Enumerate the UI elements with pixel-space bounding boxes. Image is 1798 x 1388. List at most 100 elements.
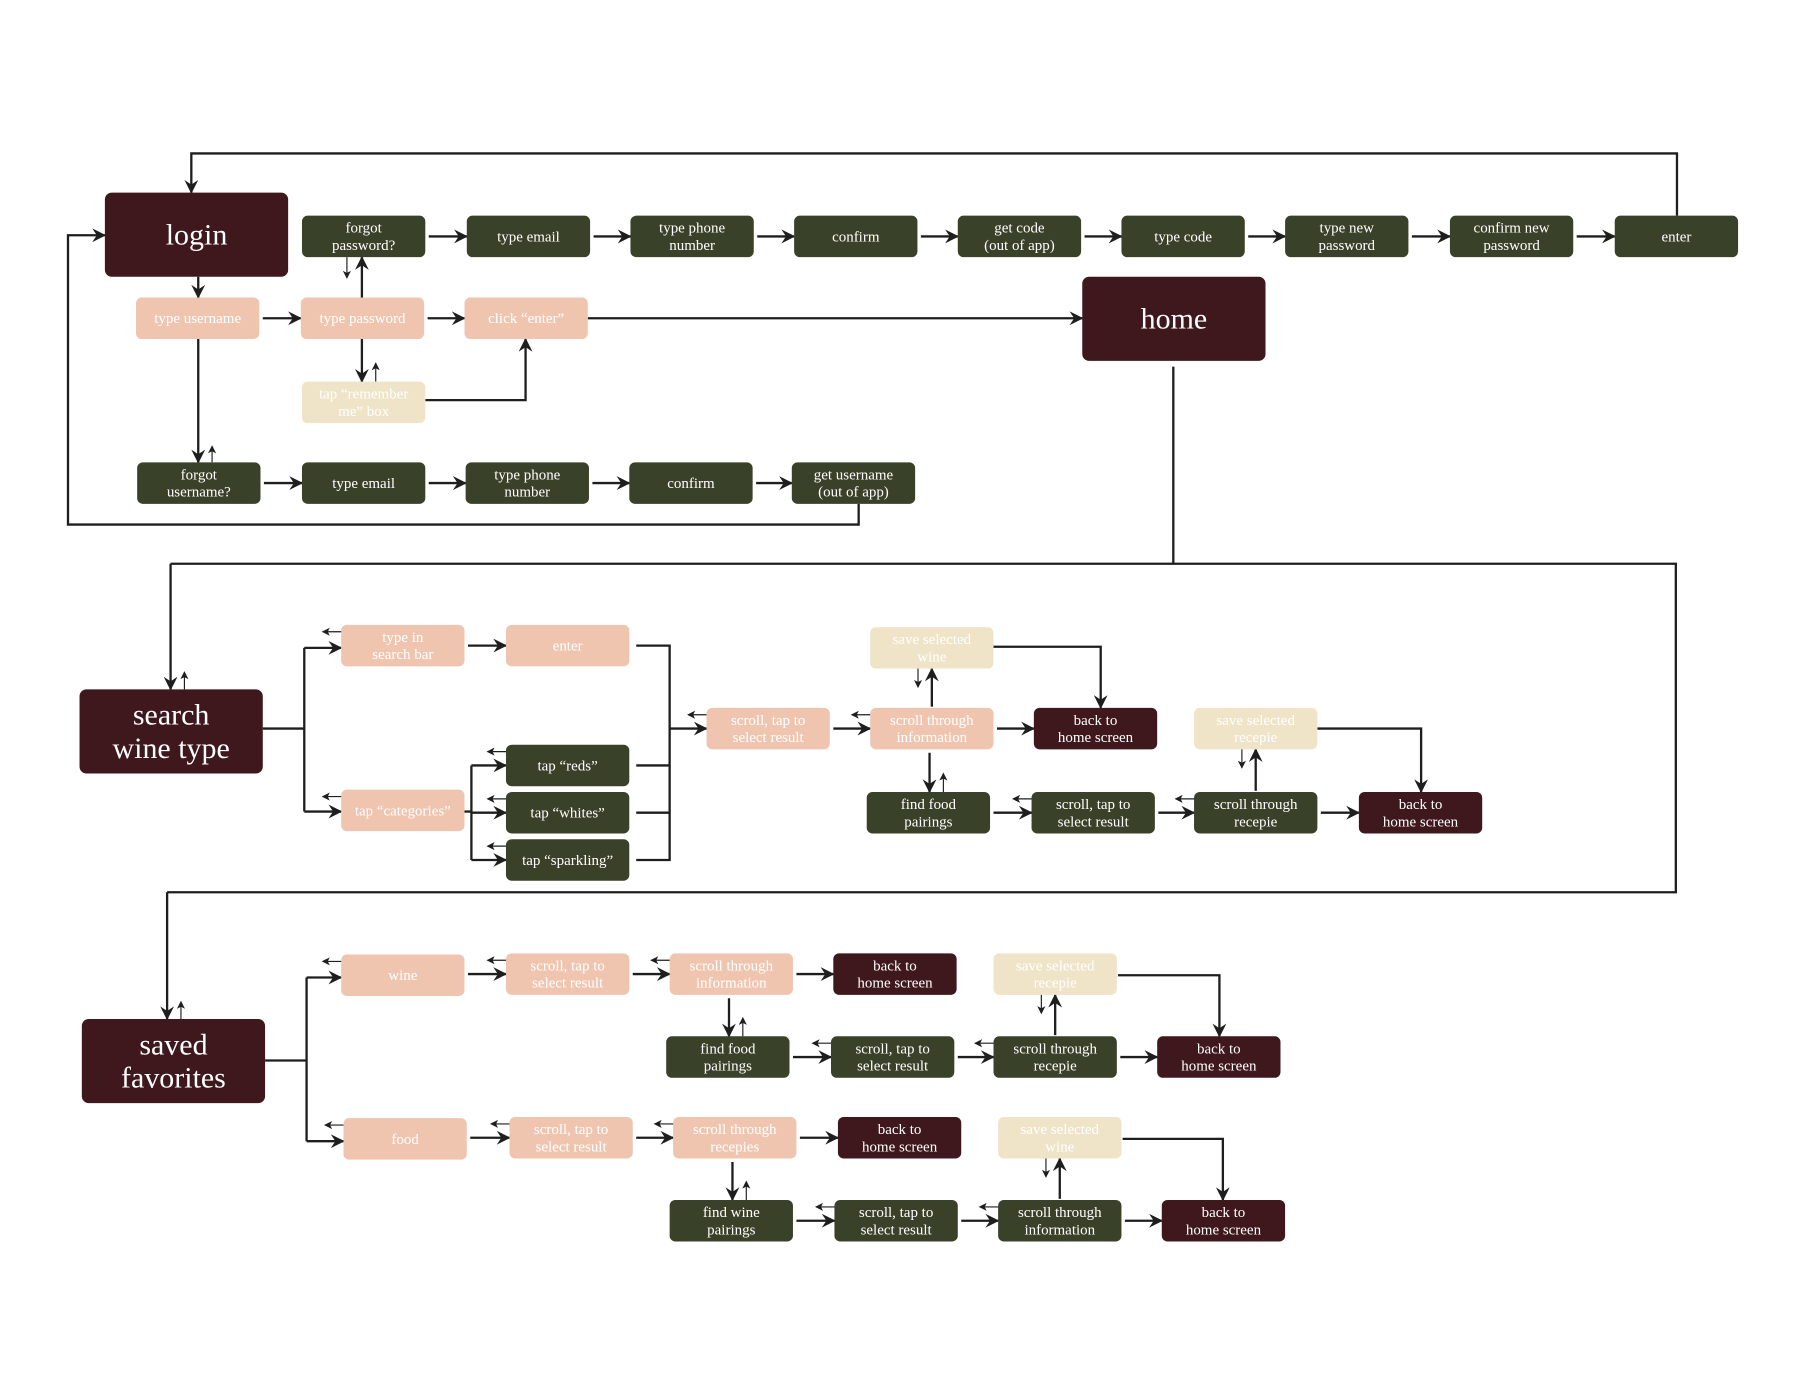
node-box [870, 627, 994, 669]
node-label: get code(out of app) [984, 221, 1055, 254]
node-label: click “enter” [488, 311, 564, 327]
node-home: home [1082, 276, 1266, 361]
node-label-line: type code [1154, 229, 1212, 245]
node-label-line: enter [553, 639, 583, 655]
node-label-line: type email [332, 476, 395, 492]
node-label: type password [319, 311, 406, 327]
connector-arrow [184, 152, 1679, 216]
node-box [341, 954, 465, 996]
node-box [1121, 215, 1245, 258]
node-label-line: find food [700, 1041, 756, 1057]
connector-arrow [425, 337, 533, 402]
node-box [1194, 707, 1318, 750]
node-label: confirm [832, 229, 880, 245]
node-label-line: save selected [1016, 958, 1095, 974]
node-label-line: tap “whites” [530, 806, 604, 822]
node-box [464, 297, 588, 340]
node-label-line: type new [1320, 221, 1375, 237]
node-sparkling: tap “sparkling” [505, 839, 630, 881]
node-label-line: back to [873, 958, 917, 974]
node-label-line: scroll, tap to [859, 1205, 933, 1221]
node-label-line: password? [332, 238, 396, 254]
node-box [1285, 215, 1409, 258]
node-box [1031, 791, 1155, 834]
node-label-line: select result [857, 1059, 929, 1075]
node-box [794, 215, 918, 258]
node-label-line: tap “remember [319, 387, 408, 403]
node-fp-email: type email [466, 215, 591, 258]
connector-arrow [1117, 974, 1227, 1038]
node-fp-confirm: confirm [794, 215, 918, 258]
node-box [1161, 1199, 1286, 1242]
node-label: tap “sparkling” [522, 853, 613, 869]
node-username: type username [136, 297, 260, 340]
node-fp-code: get code(out of app) [957, 215, 1082, 258]
node-fp-enter: enter [1614, 215, 1739, 258]
node-label-line: password [1318, 238, 1375, 254]
node-box [505, 953, 630, 995]
node-box [673, 1116, 797, 1159]
node-label-line: username? [167, 485, 231, 501]
node-label: home [1141, 303, 1208, 336]
node-box [300, 297, 425, 340]
connectors [66, 152, 1679, 1228]
node-label-line: select result [1058, 814, 1130, 830]
node-box [301, 215, 426, 258]
node-label-line: scroll through [693, 1122, 777, 1138]
node-label-line: click “enter” [488, 311, 564, 327]
node-label-line: find wine [703, 1205, 760, 1221]
node-label-line: recepies [710, 1139, 759, 1155]
node-label-line: scroll, tap to [534, 1122, 608, 1138]
node-box [505, 791, 630, 834]
node-label-line: scroll through [690, 958, 774, 974]
node-box [669, 1199, 793, 1242]
node-box [834, 1199, 958, 1242]
node-label-line: pairings [707, 1222, 755, 1238]
node-label: type email [497, 229, 560, 245]
node-box [833, 953, 957, 995]
node-label-line: search [133, 699, 210, 732]
node-box [993, 1036, 1117, 1078]
node-label-line: back to [1202, 1205, 1246, 1221]
connector-arrow [993, 645, 1108, 709]
node-box [301, 381, 426, 424]
node-label-line: find food [901, 797, 957, 813]
node-box [509, 1116, 633, 1159]
node-label-line: save selected [1216, 713, 1295, 729]
node-label-line: scroll, tap to [530, 958, 604, 974]
node-label-line: home screen [1186, 1222, 1262, 1238]
node-fu-confirm: confirm [629, 462, 753, 504]
node-label: type username [154, 311, 241, 327]
node-label: login [166, 219, 228, 252]
